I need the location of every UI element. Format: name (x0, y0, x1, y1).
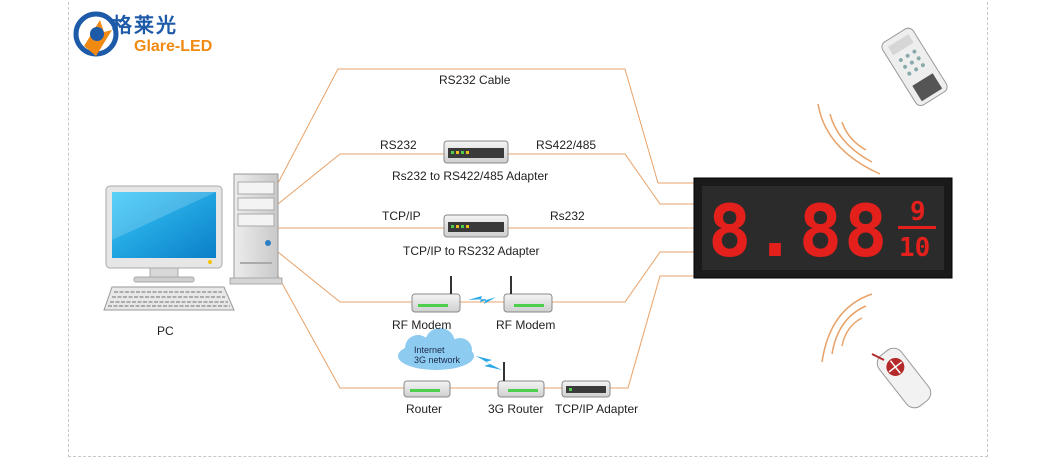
router-label: Router (406, 402, 443, 416)
led-fraction-bar (898, 226, 936, 229)
remote-antenna-icon (871, 353, 885, 361)
signal-waves-icon (817, 103, 881, 175)
tcpip-adapter-icon (561, 380, 611, 398)
rf-modem-label: RF Modem (496, 318, 556, 332)
rs232-cable-label: RS232 Cable (439, 73, 511, 87)
pc-label: PC (157, 324, 174, 338)
cable-lines (277, 68, 694, 389)
rs422-485-label: RS422/485 (536, 138, 597, 152)
led-digits-panel: 8.88 9 10 (708, 189, 936, 270)
router-icon (403, 380, 451, 398)
tcpip-left-label: TCP/IP (382, 209, 421, 223)
rf-modem-label: RF Modem (392, 318, 452, 332)
wireless-bolt-icon (468, 296, 496, 304)
led-fraction-top: 9 (910, 197, 926, 227)
adapter-rs232-rs422-icon (443, 140, 509, 164)
cable-rs422-adapter (277, 153, 694, 205)
diagram-frame (68, 2, 988, 457)
logo-chinese-text: 格莱光 (112, 13, 178, 37)
cloud-label-line1: Internet (414, 345, 445, 355)
pc-tower-icon (229, 173, 283, 285)
logo-icon (73, 11, 119, 57)
cable-internet (277, 275, 694, 389)
tcpip-adapter-label: TCP/IP Adapter (555, 402, 639, 416)
cloud-label-line2: 3G network (414, 355, 461, 365)
router-3g-label: 3G Router (488, 402, 544, 416)
handheld-remote-icon (881, 27, 948, 106)
adapter-rs232-rs422-label: Rs232 to RS422/485 Adapter (392, 169, 549, 183)
signal-waves-icon (821, 293, 873, 363)
rf-modem-icon (503, 276, 553, 313)
cloud-icon (398, 328, 474, 370)
wireless-bolt-icon (476, 356, 502, 370)
monitor-icon (105, 185, 223, 283)
router-3g-icon (497, 362, 545, 398)
cable-rs232-direct (277, 68, 694, 184)
key-remote-icon (876, 347, 932, 409)
rf-modem-icon (411, 276, 461, 313)
adapter-tcpip-rs232-icon (443, 214, 509, 238)
rs232-right-label: Rs232 (550, 209, 585, 223)
adapter-tcpip-rs232-label: TCP/IP to RS232 Adapter (403, 244, 540, 258)
led-main-digits: 8.88 (708, 189, 889, 270)
led-fraction-bottom: 10 (899, 233, 930, 263)
keyboard-icon (103, 286, 235, 311)
cable-rf-modem (277, 251, 694, 303)
logo-english-text: Glare-LED (134, 38, 213, 55)
rs232-left-label: RS232 (380, 138, 417, 152)
